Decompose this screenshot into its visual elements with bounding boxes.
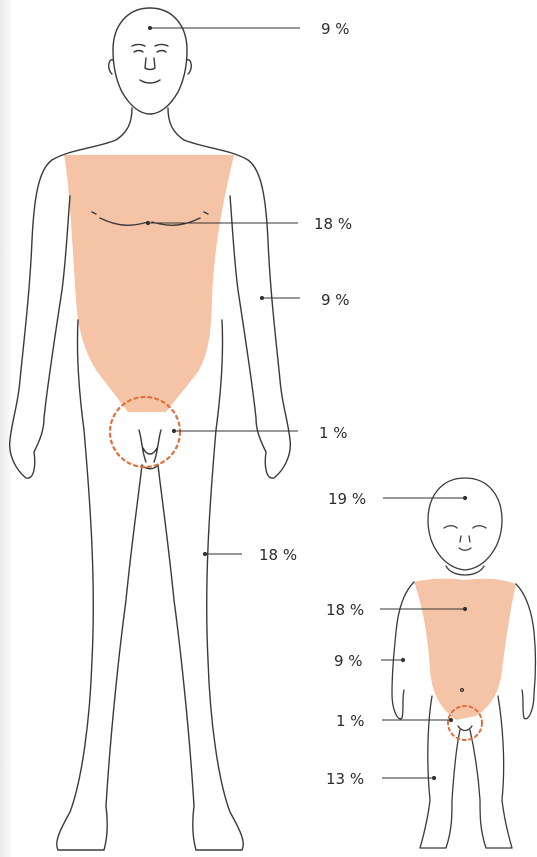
infant-arm-label: 9 % [334, 652, 363, 670]
infant-trunk-label: 18 % [326, 601, 364, 619]
adult-arm-label: 9 % [321, 291, 350, 309]
infant-trunk-area [414, 579, 516, 720]
adult-head-label: 9 % [321, 20, 350, 38]
infant-head [428, 478, 502, 570]
adult-trunk-area [64, 155, 234, 412]
infant-genitals-label: 1 % [336, 712, 365, 730]
infant-leg-label: 13 % [326, 770, 364, 788]
adult-trunk-label: 18 % [314, 215, 352, 233]
infant-head-label: 19 % [328, 490, 366, 508]
adult-head [113, 8, 187, 114]
infant-figure [392, 478, 536, 848]
adult-figure [10, 8, 291, 850]
adult-genitals-label: 1 % [319, 424, 348, 442]
adult-leg-label: 18 % [259, 546, 297, 564]
